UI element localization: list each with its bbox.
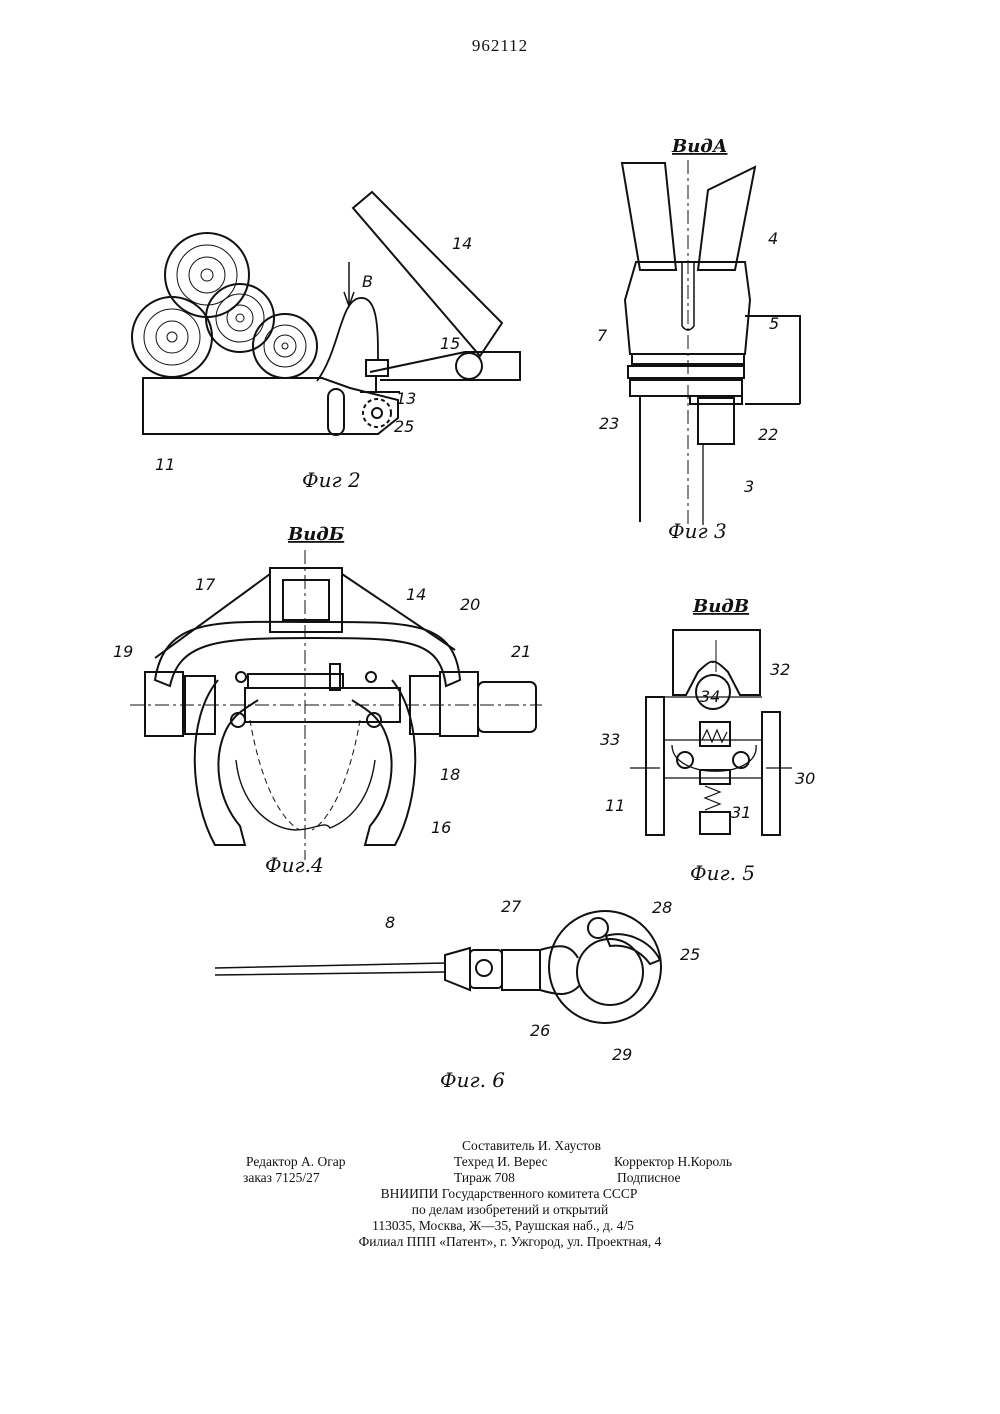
svg-text:3: 3 <box>744 477 754 496</box>
svg-text:13: 13 <box>396 389 416 408</box>
svg-text:20: 20 <box>460 595 480 614</box>
svg-text:26: 26 <box>530 1021 550 1040</box>
svg-text:34: 34 <box>700 687 720 706</box>
svg-text:19: 19 <box>113 642 133 661</box>
svg-text:11: 11 <box>605 796 625 815</box>
frame-11 <box>143 378 398 434</box>
figure-5: ВидВ 32 34 33 30 11 31 Фиг. 5 <box>600 596 815 885</box>
svg-text:ВидБ: ВидБ <box>287 524 344 545</box>
svg-text:32: 32 <box>770 660 790 679</box>
svg-text:Фиг. 6: Фиг. 6 <box>440 1068 505 1092</box>
proofreader-line: Корректор Н.Король <box>614 1154 732 1170</box>
figure-2: В 14 15 13 25 11 Фиг 2 <box>132 192 520 492</box>
org-line-2: по делам изобретений и открытий <box>20 1202 1000 1218</box>
svg-text:В: В <box>362 272 373 291</box>
svg-text:ВидВ: ВидВ <box>692 596 749 617</box>
svg-text:16: 16 <box>431 818 451 837</box>
svg-text:28: 28 <box>652 898 672 917</box>
figure-6: 8 27 28 25 26 29 Фиг. 6 <box>215 897 700 1092</box>
svg-text:27: 27 <box>501 897 522 916</box>
svg-text:14: 14 <box>406 585 426 604</box>
svg-text:15: 15 <box>440 334 460 353</box>
svg-text:18: 18 <box>440 765 460 784</box>
org-line-1: ВНИИПИ Государственного комитета СССР <box>18 1186 1000 1202</box>
subscription-line: Подписное <box>617 1170 681 1186</box>
tech-editor-line: Техред И. Верес <box>454 1154 548 1170</box>
jaw-4-left <box>622 163 676 270</box>
order-line: заказ 7125/27 <box>243 1170 320 1186</box>
patent-drawings: В 14 15 13 25 11 Фиг 2 ВидА 4 5 7 23 22 … <box>0 0 1000 1130</box>
editor-line: Редактор А. Огар <box>246 1154 346 1170</box>
figure-3: ВидА 4 5 7 23 22 3 Фиг 3 <box>597 136 800 543</box>
ring-25 <box>549 911 661 1023</box>
svg-text:23: 23 <box>599 414 619 433</box>
svg-text:33: 33 <box>600 730 620 749</box>
lever-15 <box>370 352 520 380</box>
cylinder-21 <box>478 682 536 732</box>
address-line: 113035, Москва, Ж—35, Раушская наб., д. … <box>6 1218 1000 1234</box>
svg-text:22: 22 <box>758 425 778 444</box>
svg-text:5: 5 <box>769 314 779 333</box>
compiler-line: Составитель И. Хаустов <box>462 1138 601 1154</box>
cable-8 <box>215 963 445 975</box>
svg-text:29: 29 <box>612 1045 632 1064</box>
svg-text:Фиг. 5: Фиг. 5 <box>690 861 755 885</box>
svg-text:30: 30 <box>795 769 815 788</box>
svg-text:Фиг 3: Фиг 3 <box>668 519 727 543</box>
log-bundle-drawing <box>132 233 317 378</box>
branch-line: Филиал ППП «Патент», г. Ужгород, ул. Про… <box>20 1234 1000 1250</box>
svg-text:14: 14 <box>452 234 472 253</box>
svg-text:Фиг.4: Фиг.4 <box>265 853 324 877</box>
svg-text:25: 25 <box>680 945 700 964</box>
svg-text:25: 25 <box>394 417 414 436</box>
svg-text:17: 17 <box>195 575 216 594</box>
svg-text:ВидА: ВидА <box>671 136 727 157</box>
arm-14 <box>353 192 502 356</box>
svg-text:31: 31 <box>731 803 751 822</box>
svg-text:8: 8 <box>385 913 395 932</box>
print-run-line: Тираж 708 <box>454 1170 515 1186</box>
jaw-4-right <box>698 167 755 270</box>
svg-text:Фиг 2: Фиг 2 <box>302 468 361 492</box>
imprint-block: Составитель И. Хаустов Редактор А. Огар … <box>0 1138 1000 1250</box>
svg-text:21: 21 <box>511 642 531 661</box>
svg-text:4: 4 <box>768 229 778 248</box>
svg-text:7: 7 <box>597 326 608 345</box>
rod-17 <box>248 674 343 688</box>
svg-text:11: 11 <box>155 455 175 474</box>
figure-4: ВидБ 17 14 20 19 21 18 16 Фиг.4 <box>113 524 542 877</box>
